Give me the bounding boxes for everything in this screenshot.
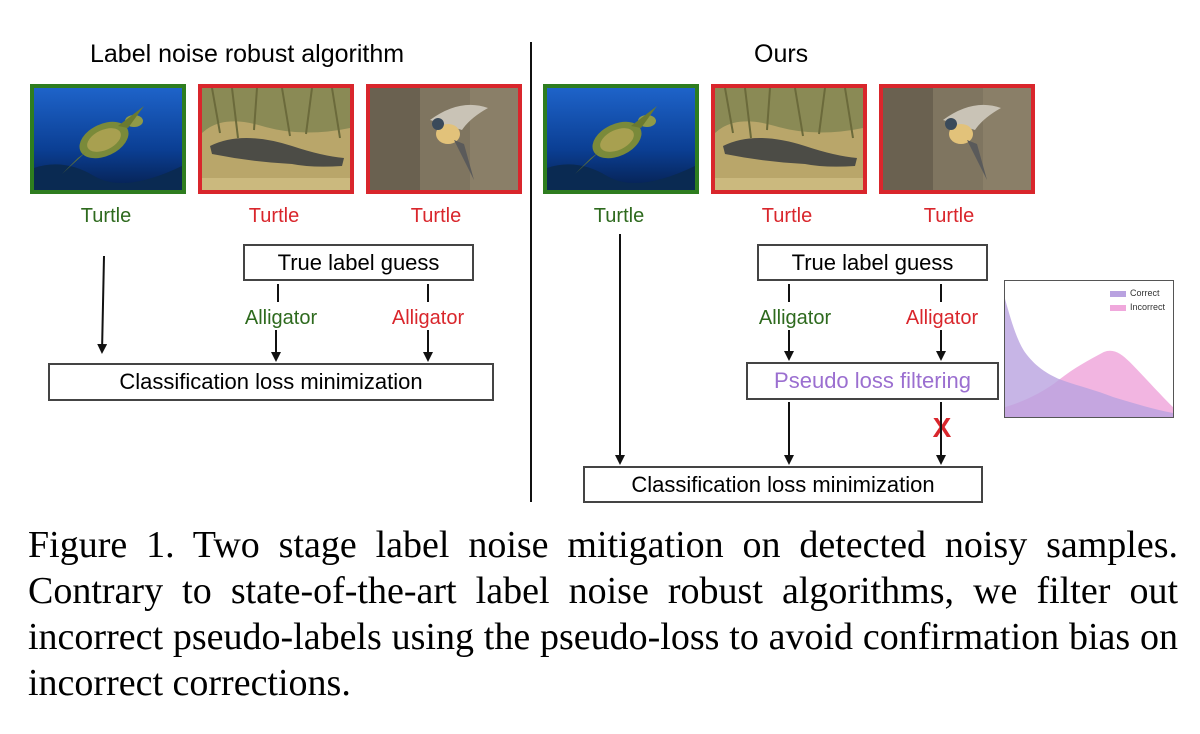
alligator-image-left [198,84,354,194]
pseudo-loss-histogram: Correct Incorrect [1004,280,1174,418]
legend-correct: Correct [1129,288,1160,298]
panel-divider [530,42,532,502]
left-guess-1: Alligator [244,307,318,329]
left-classification-loss-box: Classification loss minimization [48,363,494,401]
alligator-image-right [711,84,867,194]
left-true-label-guess-box: True label guess [243,244,474,281]
rejected-cross-icon: X [932,412,952,443]
right-guess-2: Alligator [905,307,979,329]
legend-incorrect: Incorrect [1129,302,1165,312]
right-label-1: Turtle [593,205,645,227]
figure-caption: Figure 1. Two stage label noise mitigati… [28,524,1178,704]
correct-distribution [1005,298,1173,417]
right-true-label-guess-box: True label guess [757,244,988,281]
turtle-image-left [30,84,186,194]
right-label-2: Turtle [761,205,813,227]
pseudo-loss-filtering-box: Pseudo loss filtering [746,362,999,400]
left-guess-2: Alligator [391,307,465,329]
histogram-legend: Correct Incorrect [1109,286,1165,314]
right-classification-loss-box: Classification loss minimization [583,466,983,503]
right-label-3: Turtle [923,205,975,227]
bird-image-left [366,84,522,194]
turtle-image-right [543,84,699,194]
arrow-left-turtle-to-loss [97,255,108,354]
flow-arrows [97,234,946,465]
right-panel-title: Ours [754,40,809,68]
left-label-1: Turtle [80,205,132,227]
left-label-2: Turtle [248,205,300,227]
right-guess-1: Alligator [758,307,832,329]
bird-image-right [879,84,1035,194]
left-panel-title: Label noise robust algorithm [90,40,405,68]
left-label-3: Turtle [410,205,462,227]
